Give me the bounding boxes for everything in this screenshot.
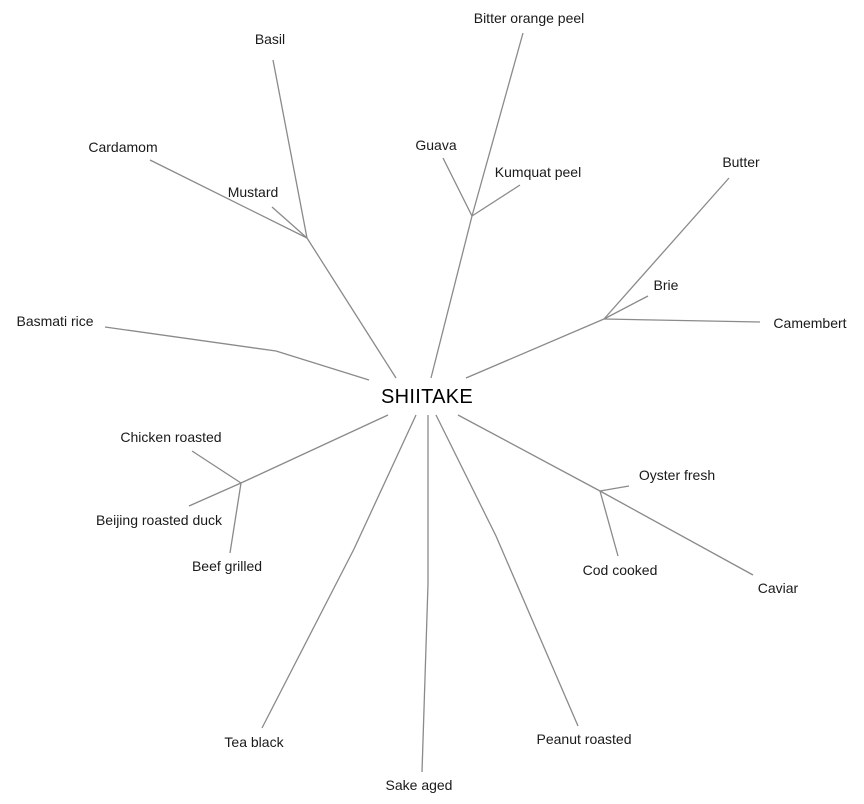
label-beef-grilled: Beef grilled bbox=[192, 558, 262, 574]
edge-center-to-cheese-node bbox=[465, 318, 605, 379]
edge-center-to-tea-node bbox=[353, 414, 417, 550]
label-butter: Butter bbox=[722, 154, 760, 170]
label-caviar: Caviar bbox=[758, 580, 799, 596]
label-oyster-fresh: Oyster fresh bbox=[639, 467, 715, 483]
label-camembert: Camembert bbox=[773, 315, 846, 331]
edge-meat-node-to-chicken-roasted bbox=[191, 450, 242, 484]
edges bbox=[104, 32, 761, 773]
edge-center-to-fruit-node bbox=[430, 215, 473, 379]
edge-herb-node-to-basil bbox=[272, 59, 308, 239]
label-cardamom: Cardamom bbox=[88, 139, 157, 155]
label-bitter-orange-peel: Bitter orange peel bbox=[474, 10, 585, 26]
leaf-labels: Basil Bitter orange peel Cardamom Guava … bbox=[16, 10, 846, 793]
edge-center-to-peanut-node bbox=[435, 414, 497, 537]
edge-center-to-meat-node bbox=[240, 414, 389, 484]
edge-seafood-node-to-cod-cooked bbox=[599, 490, 619, 557]
edge-fruit-node-to-kumquat-peel bbox=[471, 184, 521, 217]
edge-meat-node-to-beef-grilled bbox=[229, 482, 242, 554]
edge-herb-node-to-mustard bbox=[271, 206, 308, 239]
label-basmati-rice: Basmati rice bbox=[16, 313, 93, 329]
edge-peanut-node-to-peanut-roasted bbox=[495, 535, 579, 727]
edge-basmati-node-to-basmati-rice bbox=[104, 326, 277, 352]
label-guava: Guava bbox=[415, 137, 456, 153]
label-cod-cooked: Cod cooked bbox=[583, 562, 658, 578]
edge-center-to-seafood-node bbox=[457, 414, 601, 492]
edge-seafood-node-to-oyster-fresh bbox=[599, 485, 630, 492]
edge-tea-node-to-tea-black bbox=[261, 548, 355, 729]
label-basil: Basil bbox=[255, 31, 285, 47]
label-kumquat-peel: Kumquat peel bbox=[495, 164, 581, 180]
edge-center-to-herb-node bbox=[306, 237, 397, 379]
edge-cheese-node-to-camembert bbox=[603, 318, 761, 323]
edge-fruit-node-to-guava bbox=[442, 157, 473, 217]
label-peanut-roasted: Peanut roasted bbox=[537, 731, 632, 747]
label-chicken-roasted: Chicken roasted bbox=[120, 429, 221, 445]
edge-cheese-node-to-butter bbox=[603, 177, 730, 320]
center-label: SHIITAKE bbox=[381, 386, 473, 408]
edge-seafood-node-to-caviar bbox=[599, 490, 754, 576]
label-brie: Brie bbox=[654, 277, 679, 293]
edge-center-to-basmati-node bbox=[275, 350, 370, 381]
label-sake-aged: Sake aged bbox=[386, 777, 453, 793]
edge-cheese-node-to-brie bbox=[603, 295, 649, 320]
label-mustard: Mustard bbox=[228, 184, 279, 200]
label-tea-black: Tea black bbox=[224, 734, 284, 750]
edge-meat-node-to-beijing-roasted-duck bbox=[188, 482, 242, 507]
edge-fruit-node-to-bitter-orange-peel bbox=[471, 32, 524, 217]
edge-herb-node-to-cardamom bbox=[149, 159, 308, 239]
label-beijing-roasted-duck: Beijing roasted duck bbox=[96, 512, 223, 528]
edge-sake-node-to-sake-aged bbox=[421, 583, 429, 773]
